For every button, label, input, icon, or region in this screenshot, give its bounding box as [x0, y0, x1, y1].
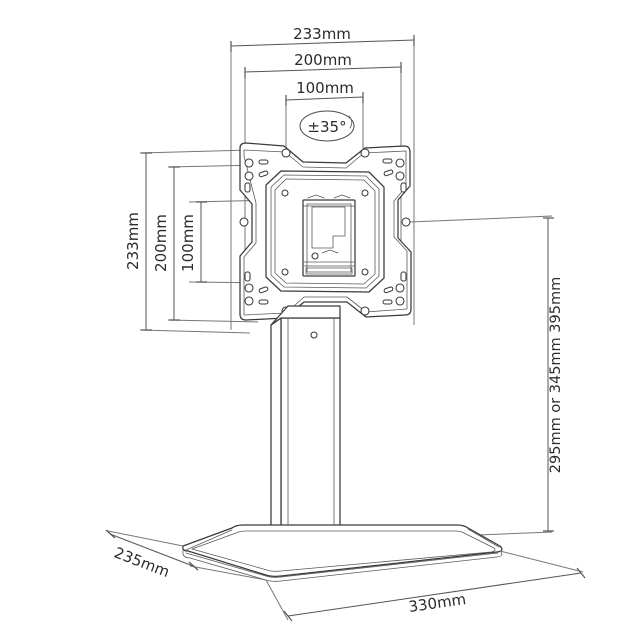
dim-label-height: 295mm or 345mm 395mm	[548, 277, 564, 473]
vesa-hole-bottom-mid-right	[360, 306, 370, 316]
dim-line-233-top	[230, 39, 415, 47]
vesa-slot-tl-3	[244, 182, 251, 193]
tilt-pivot-hole	[311, 252, 319, 260]
ext-line-330-right	[499, 550, 584, 573]
vesa-hole-top-mid-right	[360, 148, 370, 158]
tilt-bottom-bar	[305, 267, 353, 275]
tilt-spring-arc	[321, 249, 339, 254]
left-dimension-group: 233mm 200mm 100mm	[124, 149, 281, 334]
dim-label-v100: 100mm	[179, 214, 197, 272]
base-thickness-hair	[185, 552, 499, 578]
base-top-bevel	[191, 530, 496, 572]
ext-line-235-a	[107, 530, 184, 547]
dim-label-v200: 200mm	[152, 214, 170, 272]
angle-label: ±35°	[307, 118, 346, 136]
vesa-hole-br-2	[395, 283, 405, 293]
ext-line-v233-bottom	[139, 329, 251, 334]
post-side-face	[270, 317, 282, 537]
vesa-center-frame-inner	[274, 178, 376, 285]
vesa-center-frame-mid	[270, 174, 380, 289]
base-corner-accent-left	[185, 529, 233, 551]
tilt-top-clip	[307, 194, 325, 199]
tilt-angle-callout: ±35°	[299, 110, 355, 142]
dim-label-330: 330mm	[407, 590, 467, 616]
vesa-bracket-plate	[239, 142, 412, 321]
tilt-mechanism	[302, 194, 356, 277]
vesa-inner-hole-bl	[281, 268, 289, 276]
vesa-hole-tr-1	[395, 158, 405, 168]
angle-badge-ellipse	[299, 110, 355, 142]
vesa-hole-br-1	[395, 296, 405, 306]
base-corner-accent-right	[467, 528, 500, 548]
dim-label-100-top: 100mm	[296, 79, 354, 97]
dim-line-330	[287, 572, 582, 617]
vesa-hole-group-top-right	[382, 158, 407, 193]
base-thickness-edge	[182, 548, 503, 582]
dim-line-100-top	[285, 96, 364, 101]
dim-tick-330-left	[283, 610, 293, 622]
tilt-plate-face	[311, 206, 346, 249]
dim-label-235: 235mm	[112, 544, 172, 582]
tilt-housing-inner	[306, 203, 352, 273]
vesa-slot-bl-2	[258, 286, 269, 294]
vesa-hole-bl-2	[244, 283, 254, 293]
vesa-inner-hole-br	[361, 268, 369, 276]
vesa-slot-bl-1	[258, 299, 269, 305]
vesa-plate-inner-edge	[243, 149, 408, 316]
base-top-surface	[182, 524, 503, 577]
vesa-hole-tr-2	[395, 171, 405, 181]
vesa-slot-tl-1	[258, 159, 269, 165]
vesa-hole-right-mid	[401, 217, 411, 227]
vesa-hole-bl-1	[244, 296, 254, 306]
ext-line-v200-bottom	[167, 319, 259, 323]
ext-line-235-b	[189, 565, 267, 581]
ext-line-height-top	[409, 215, 553, 223]
dim-label-200-top: 200mm	[294, 51, 352, 69]
dim-tick-235-b	[188, 561, 199, 571]
post-top-chamfer	[270, 305, 341, 326]
post-front-face	[280, 317, 341, 537]
vesa-inner-hole-tl	[281, 189, 289, 197]
vesa-slot-br-1	[382, 299, 393, 305]
dim-line-235	[109, 533, 194, 567]
vesa-slot-tr-2	[383, 169, 394, 177]
vesa-slot-tl-2	[258, 170, 269, 178]
vesa-hole-top-mid	[281, 148, 291, 158]
vesa-slot-tr-1	[382, 158, 393, 164]
tilt-housing-outer	[302, 199, 356, 277]
vesa-hole-tl-1	[244, 158, 254, 168]
vesa-inner-hole-tr	[361, 189, 369, 197]
ext-line-330-left	[265, 579, 289, 621]
vesa-hole-tl-2	[244, 171, 254, 181]
vesa-hole-group-bottom-left	[244, 271, 269, 306]
vesa-slot-tr-3	[400, 182, 407, 193]
vesa-hole-group-bottom-right	[382, 271, 407, 306]
vesa-hole-group-top-left	[244, 158, 269, 193]
post-screw-hole	[310, 331, 318, 339]
dim-label-233-top: 233mm	[293, 25, 351, 43]
vesa-slot-br-2	[383, 286, 394, 294]
dim-label-v233: 233mm	[124, 212, 142, 270]
vesa-slot-bl-3	[244, 271, 251, 282]
vesa-slot-br-3	[400, 271, 407, 282]
vesa-hole-left-mid	[239, 217, 249, 227]
tilt-top-clip-2	[333, 194, 351, 199]
angle-arrow-arc	[348, 115, 353, 129]
dim-tick-330-right	[576, 567, 586, 579]
base-plate	[182, 524, 503, 582]
ext-line-v233-top	[139, 149, 251, 154]
dim-tick-235-a	[105, 529, 116, 539]
dim-line-200-top	[244, 66, 402, 73]
vertical-post	[265, 305, 346, 551]
